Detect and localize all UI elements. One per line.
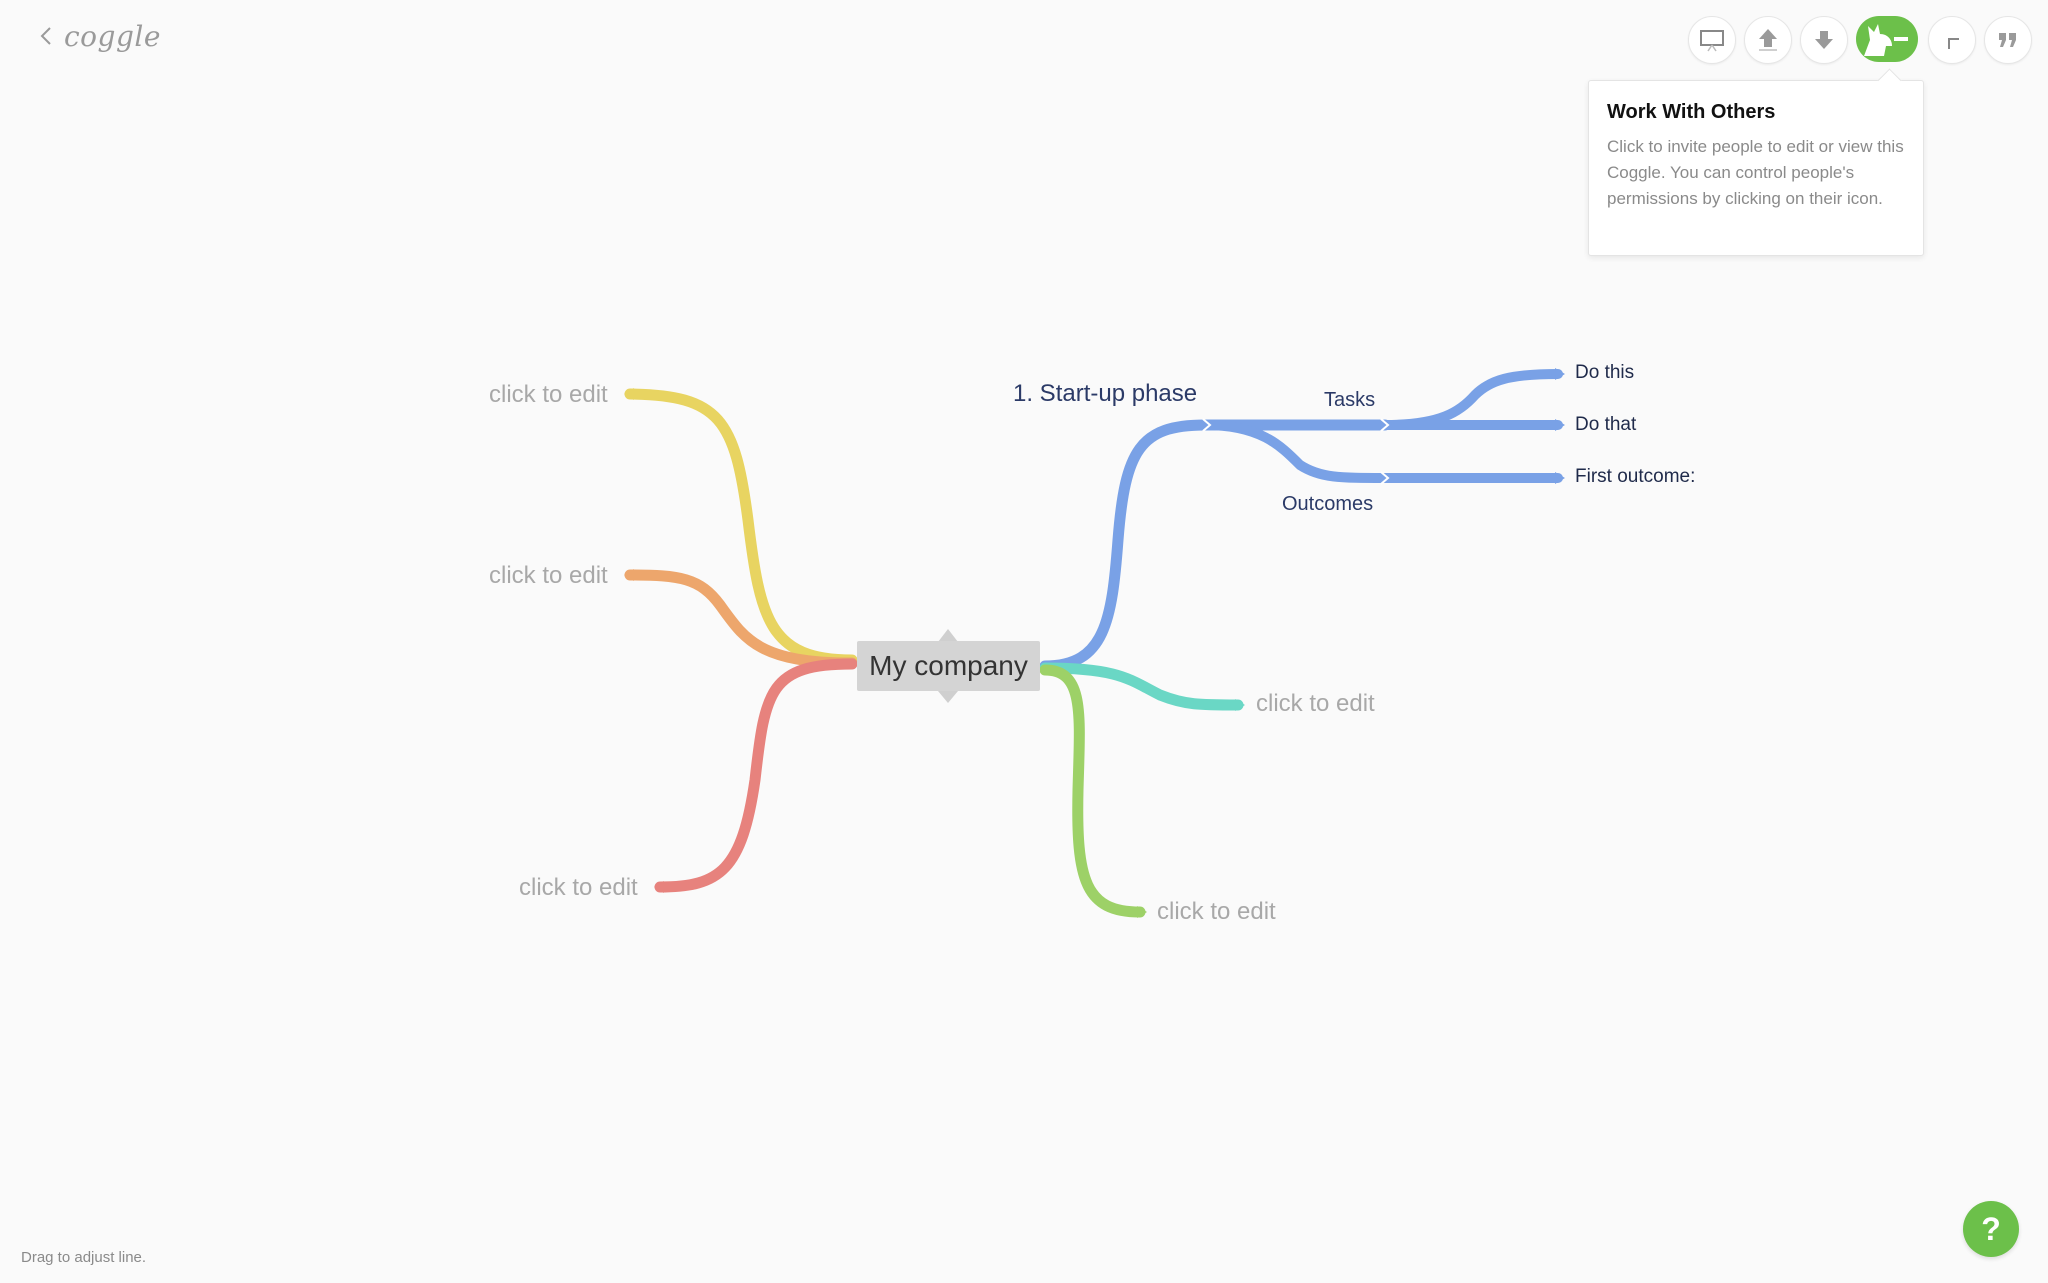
share-button[interactable]: [1856, 16, 1918, 62]
branch-do-this[interactable]: [1380, 369, 1563, 430]
pointer-button[interactable]: [1928, 16, 1976, 64]
quote-button[interactable]: [1984, 16, 2032, 64]
node-placeholder-red[interactable]: click to edit: [519, 874, 638, 901]
chevron-outcomes: [1380, 471, 1390, 485]
branch-yellow[interactable]: [624, 388, 858, 666]
coggle-logo: coggle: [64, 19, 161, 53]
node-first-outcome[interactable]: First outcome:: [1575, 466, 1696, 487]
tip-do-this: [1555, 368, 1565, 380]
chevron-tasks: [1380, 418, 1390, 432]
download-icon: [1815, 31, 1833, 49]
work-with-others-tooltip: Work With Others Click to invite people …: [1588, 68, 1924, 256]
node-placeholder-yellow[interactable]: click to edit: [489, 381, 608, 408]
branch-blue[interactable]: [1039, 419, 1391, 672]
root-handle-bottom[interactable]: [938, 691, 958, 703]
branch-green[interactable]: [1039, 664, 1146, 918]
node-placeholder-teal[interactable]: click to edit: [1256, 690, 1375, 717]
branch-red[interactable]: [654, 658, 858, 893]
tooltip-body: Click to invite people to edit or view t…: [1607, 137, 1904, 208]
tip-do-that: [1555, 419, 1565, 431]
chevron-left-icon: [40, 27, 51, 45]
tip-yellow: [624, 388, 634, 400]
presentation-icon: [1700, 30, 1724, 52]
node-placeholder-orange[interactable]: click to edit: [489, 562, 608, 589]
node-do-that[interactable]: Do that: [1575, 414, 1637, 435]
help-icon: ?: [1981, 1210, 2001, 1247]
branch-orange[interactable]: [624, 569, 858, 669]
root-node[interactable]: My company: [857, 641, 1040, 691]
branch-outcomes[interactable]: [1200, 420, 1390, 483]
status-hint: Drag to adjust line.: [21, 1249, 147, 1266]
node-outcomes[interactable]: Outcomes: [1282, 493, 1374, 515]
tip-green: [1137, 906, 1147, 918]
branch-teal[interactable]: [1039, 662, 1244, 711]
node-tasks[interactable]: Tasks: [1324, 389, 1376, 411]
tip-teal: [1235, 699, 1245, 711]
pointer-icon: [1948, 38, 1959, 49]
root-handle-top[interactable]: [938, 629, 958, 642]
node-startup-phase[interactable]: 1. Start-up phase: [1013, 380, 1198, 407]
tip-red: [654, 881, 664, 893]
quote-icon: [1999, 33, 2016, 47]
presentation-button[interactable]: [1688, 16, 1736, 64]
download-button[interactable]: [1800, 16, 1848, 64]
upload-button[interactable]: [1744, 16, 1792, 64]
back-to-dashboard[interactable]: coggle: [36, 18, 161, 54]
chevron-phase: [1202, 418, 1212, 432]
tip-first-outcome: [1555, 472, 1565, 484]
upload-icon: [1759, 29, 1777, 51]
node-placeholder-green[interactable]: click to edit: [1157, 898, 1276, 925]
help-button[interactable]: ?: [1963, 1201, 2019, 1257]
share-collaborators-icon: [1864, 24, 1908, 56]
node-do-this[interactable]: Do this: [1575, 362, 1635, 383]
tooltip-title: Work With Others: [1607, 101, 1776, 123]
tip-orange: [624, 569, 634, 581]
